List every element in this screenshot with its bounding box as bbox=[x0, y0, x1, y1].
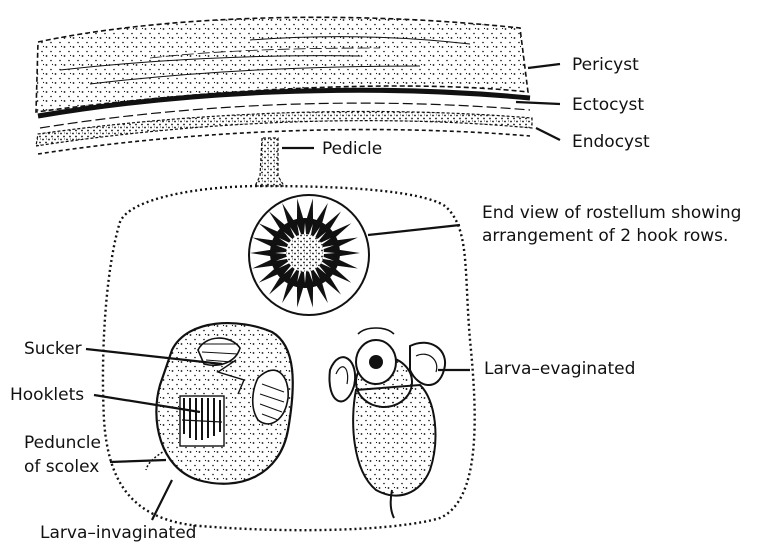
endocyst-layer bbox=[36, 111, 532, 146]
larva-evaginated bbox=[329, 328, 445, 518]
larva-invaginated bbox=[146, 323, 293, 484]
leader-larva-invaginated bbox=[152, 480, 172, 520]
pedicle-stalk bbox=[255, 138, 284, 186]
rostellar-hook bbox=[314, 278, 328, 303]
label-endocyst: Endocyst bbox=[572, 131, 650, 153]
rostellum-end-view bbox=[249, 195, 369, 315]
label-pedicle: Pedicle bbox=[322, 138, 382, 160]
leader-peduncle bbox=[110, 460, 166, 462]
leader-ectocyst bbox=[516, 102, 560, 104]
label-sucker: Sucker bbox=[24, 338, 82, 360]
rostellar-hook bbox=[305, 282, 313, 308]
rostellar-hook bbox=[314, 203, 328, 228]
rostellar-hook bbox=[250, 249, 275, 257]
label-larva-evaginated: Larva–evaginated bbox=[484, 358, 635, 380]
label-peduncle-line1: Peduncle bbox=[24, 432, 101, 454]
leader-pericyst bbox=[528, 64, 560, 68]
rostellar-hook bbox=[297, 199, 305, 225]
rostellar-hook bbox=[335, 249, 360, 257]
leader-rostellum bbox=[368, 225, 460, 235]
leader-endocyst bbox=[536, 128, 560, 140]
rostellar-hook bbox=[282, 203, 296, 228]
rostellar-hook bbox=[297, 282, 305, 308]
rostellar-hook bbox=[305, 199, 313, 225]
label-larva-invaginated: Larva–invaginated bbox=[40, 522, 196, 544]
label-ectocyst: Ectocyst bbox=[572, 94, 644, 116]
label-rostellum-line2: arrangement of 2 hook rows. bbox=[482, 225, 728, 247]
label-rostellum-line1: End view of rostellum showing bbox=[482, 202, 741, 224]
label-peduncle-line2: of scolex bbox=[24, 456, 99, 478]
cyst-wall bbox=[36, 17, 532, 154]
rostellar-hook bbox=[282, 278, 296, 303]
label-pericyst: Pericyst bbox=[572, 54, 639, 76]
label-hooklets: Hooklets bbox=[10, 384, 84, 406]
